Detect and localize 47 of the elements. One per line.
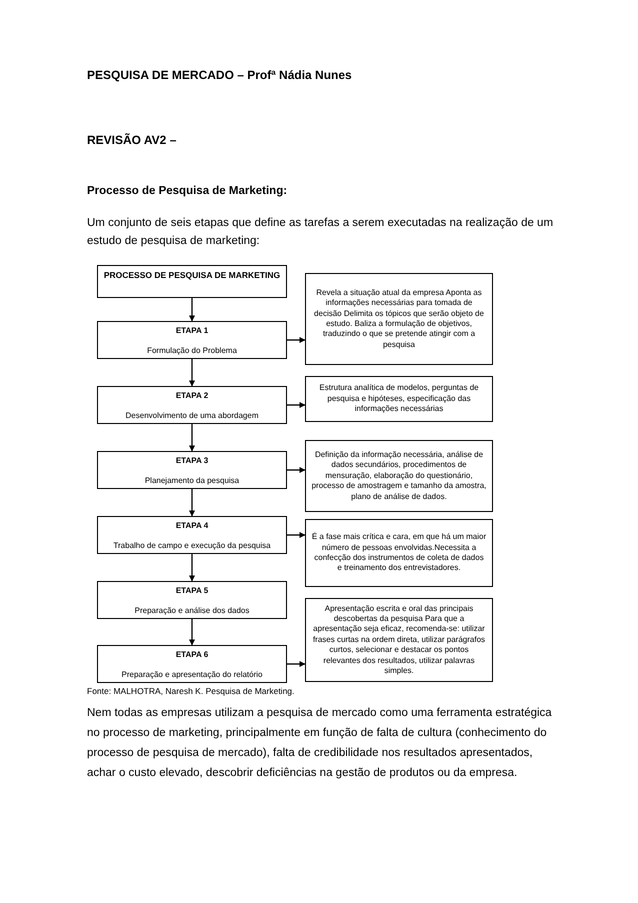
step-name: Trabalho de campo e execução da pesquisa: [113, 540, 271, 551]
arrow: [189, 359, 195, 386]
description-box: [305, 598, 493, 682]
step-box: [97, 451, 287, 489]
arrow: [189, 424, 195, 452]
arrow: [287, 337, 306, 343]
process-title: PROCESSO DE PESQUISA DE MARKETING: [104, 270, 280, 282]
step-description: Definição da informação necessária, análise de dados secundários, procedimentos de mensuração, elaboração do questionário, processo de amostragem e tamanho da amostra, plano de análise de dados.: [311, 450, 487, 502]
step-name: Preparação e análise dos dados: [134, 606, 250, 616]
section-heading: REVISÃO AV2 –: [87, 133, 176, 147]
step-box: [97, 386, 287, 424]
arrow: [287, 402, 306, 408]
step-number: ETAPA 1: [176, 326, 208, 336]
subsection-heading: Processo de Pesquisa de Marketing:: [87, 185, 288, 197]
arrow: [189, 298, 195, 322]
step-description: Estrutura analítica de modelos, perguntas de pesquisa e hipóteses, especificação das informações necessárias: [318, 383, 480, 415]
step-description: Apresentação escrita e oral das principais descobertas da pesquisa Para que a apresentação seja eficaz, recomenda-se: utilizar frases curtas na ordem direta, utilizar parágrafos curtos, selecionar e destacar os pontos relevantes dos resultados, utilizar palavras simples.: [312, 604, 486, 676]
intro-paragraph: Um conjunto de seis etapas que define as tarefas a serem executadas na realização de um estudo de pesquisa de marketing:: [87, 216, 554, 249]
body-paragraph: Nem todas as empresas utilizam a pesquisa de mercado como uma ferramenta estratégica no processo de marketing, principalmente em função de falta de cultura (conhecimento do processo de pesquisa de mercado), falta de credibilidade nos resultados apresentados, achar o custo elevado, descobrir deficiências na gestão de produtos ou da empresa.: [87, 706, 553, 781]
step-number: ETAPA 4: [176, 521, 208, 532]
step-box: [97, 645, 287, 683]
arrow: [189, 554, 195, 582]
step-number: ETAPA 5: [176, 586, 208, 596]
step-box: [97, 516, 287, 554]
page-title: PESQUISA DE MERCADO – Profª Nádia Nunes: [87, 68, 352, 82]
step-name: Preparação e apresentação do relatório: [122, 670, 262, 680]
step-name: Desenvolvimento de uma abordagem: [126, 410, 258, 421]
step-name: Formulação do Problema: [147, 346, 237, 356]
step-box: [97, 321, 287, 359]
arrow: [189, 489, 195, 516]
source-caption: Fonte: MALHOTRA, Naresh K. Pesquisa de Marketing.: [87, 686, 294, 696]
step-number: ETAPA 6: [176, 650, 208, 660]
step-box: [97, 581, 287, 619]
step-name: Planejamento da pesquisa: [144, 476, 240, 486]
arrow: [287, 467, 306, 473]
description-box: [305, 273, 493, 365]
step-number: ETAPA 2: [176, 391, 208, 402]
description-box: [305, 519, 493, 587]
step-description: Revela a situação atual da empresa Aponta as informações necessárias para tomada de decisão Delimita os tópicos que serão objeto de estudo. Baliza a formulação de objetivos, traduzindo o que se pretende atingir com a pesquisa: [313, 288, 485, 350]
step-description: É a fase mais crítica e cara, em que há um maior número de pessoas envolvidas.Necessita a confecção dos instrumentos de coleta de dados e treinamento dos entrevistadores.: [311, 532, 487, 574]
arrow: [287, 532, 306, 538]
description-box: [305, 440, 493, 512]
arrow: [189, 619, 195, 646]
step-number: ETAPA 3: [176, 456, 208, 466]
title-box: [97, 265, 287, 298]
description-box: [305, 376, 493, 422]
arrow: [287, 661, 306, 667]
